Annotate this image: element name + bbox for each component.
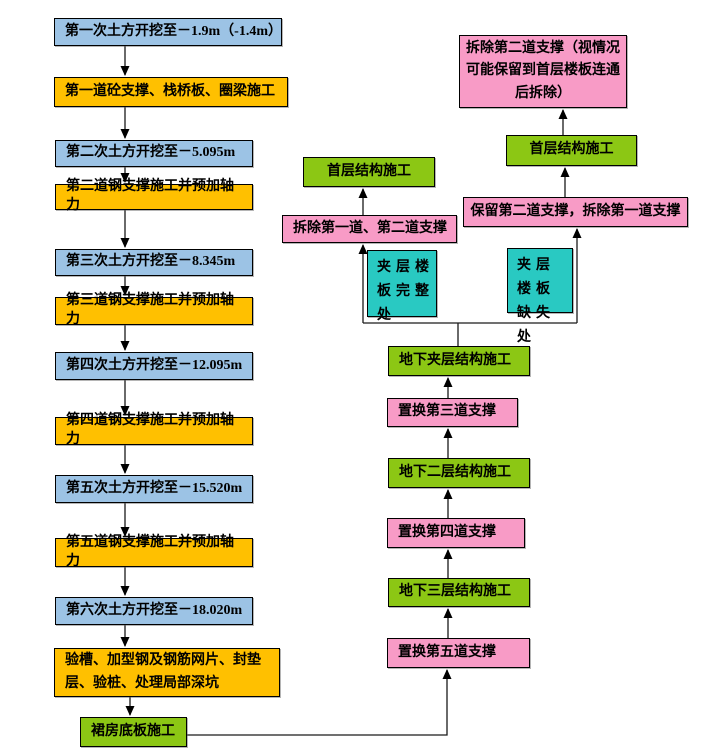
node-condition-mezz-missing: 夹层楼板缺失处 (507, 248, 573, 345)
node-excavation-1: 第一次土方开挖至－1.9m（-1.4m） (54, 18, 282, 46)
node-podium-slab: 裙房底板施工 (80, 717, 187, 747)
node-support-1: 第一道砼支撑、栈桥板、圈梁施工 (54, 77, 288, 107)
node-mezz-structure: 地下夹层结构施工 (388, 346, 530, 376)
node-remove-support-1-2: 拆除第一道、第二道支撑 (282, 215, 457, 243)
node-support-5: 第五道钢支撑施工并预加轴力 (55, 535, 253, 569)
node-excavation-5: 第五次土方开挖至－15.520m (55, 475, 253, 503)
node-basement3-structure: 地下三层结构施工 (388, 578, 530, 607)
node-basement2-structure: 地下二层结构施工 (388, 458, 530, 488)
node-support-2: 第二道钢支撑施工并预加轴力 (55, 179, 253, 213)
node-swap-support-5: 置换第五道支撑 (387, 638, 530, 668)
node-ground-floor-structure-right: 首层结构施工 (506, 135, 637, 166)
node-remove-support-2-note: 拆除第二道支撑（视情况可能保留到首层楼板连通后拆除） (459, 35, 627, 108)
node-excavation-6: 第六次土方开挖至－18.020m (55, 597, 253, 625)
node-support-3: 第三道钢支撑施工并预加轴力 (55, 293, 253, 327)
node-excavation-4: 第四次土方开挖至－12.095m (55, 352, 253, 380)
node-swap-support-3: 置换第三道支撑 (387, 398, 518, 427)
node-excavation-3: 第三次土方开挖至－8.345m (55, 249, 253, 276)
node-swap-support-4: 置换第四道支撑 (387, 518, 525, 548)
node-keep2-remove1: 保留第二道支撑，拆除第一道支撑 (463, 197, 688, 227)
node-ground-floor-structure-mid: 首层结构施工 (303, 157, 435, 187)
node-inspection: 验槽、加型钢及钢筋网片、封垫层、验桩、处理局部深坑 (54, 648, 280, 697)
node-excavation-2: 第二次土方开挖至－5.095m (55, 140, 253, 167)
node-support-4: 第四道钢支撑施工并预加轴力 (55, 413, 253, 447)
node-condition-mezz-intact: 夹层楼板完整处 (367, 250, 437, 323)
